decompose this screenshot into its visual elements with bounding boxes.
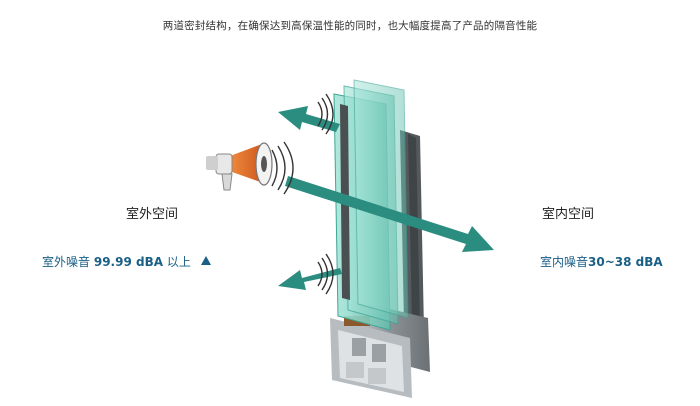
triangle-up-icon [200, 256, 211, 265]
arrow-reflect-upper [278, 106, 340, 132]
outdoor-space-title: 室外空间 [126, 207, 179, 222]
indoor-noise-value: 30~38 dBA [588, 255, 663, 269]
caption-text: 两道密封结构，在确保达到高保温性能的同时，也大幅度提高了产品的隔音性能 [162, 20, 538, 32]
arrow-incoming [285, 176, 494, 252]
arrow-reflect-lower [278, 268, 342, 290]
outdoor-noise-label: 室外噪音 [42, 255, 91, 269]
outdoor-noise: 室外噪音 99.99 dBA 以上 [42, 253, 211, 270]
megaphone-icon [206, 142, 273, 191]
outdoor-noise-suffix: 以上 [166, 255, 191, 269]
indoor-noise: 室内噪音30~38 dBA [540, 253, 663, 270]
sound-wave-icon [271, 93, 334, 295]
outdoor-noise-value: 99.99 dBA [93, 255, 164, 269]
indoor-space-title: 室内空间 [542, 207, 595, 222]
indoor-noise-label: 室内噪音 [540, 255, 589, 269]
